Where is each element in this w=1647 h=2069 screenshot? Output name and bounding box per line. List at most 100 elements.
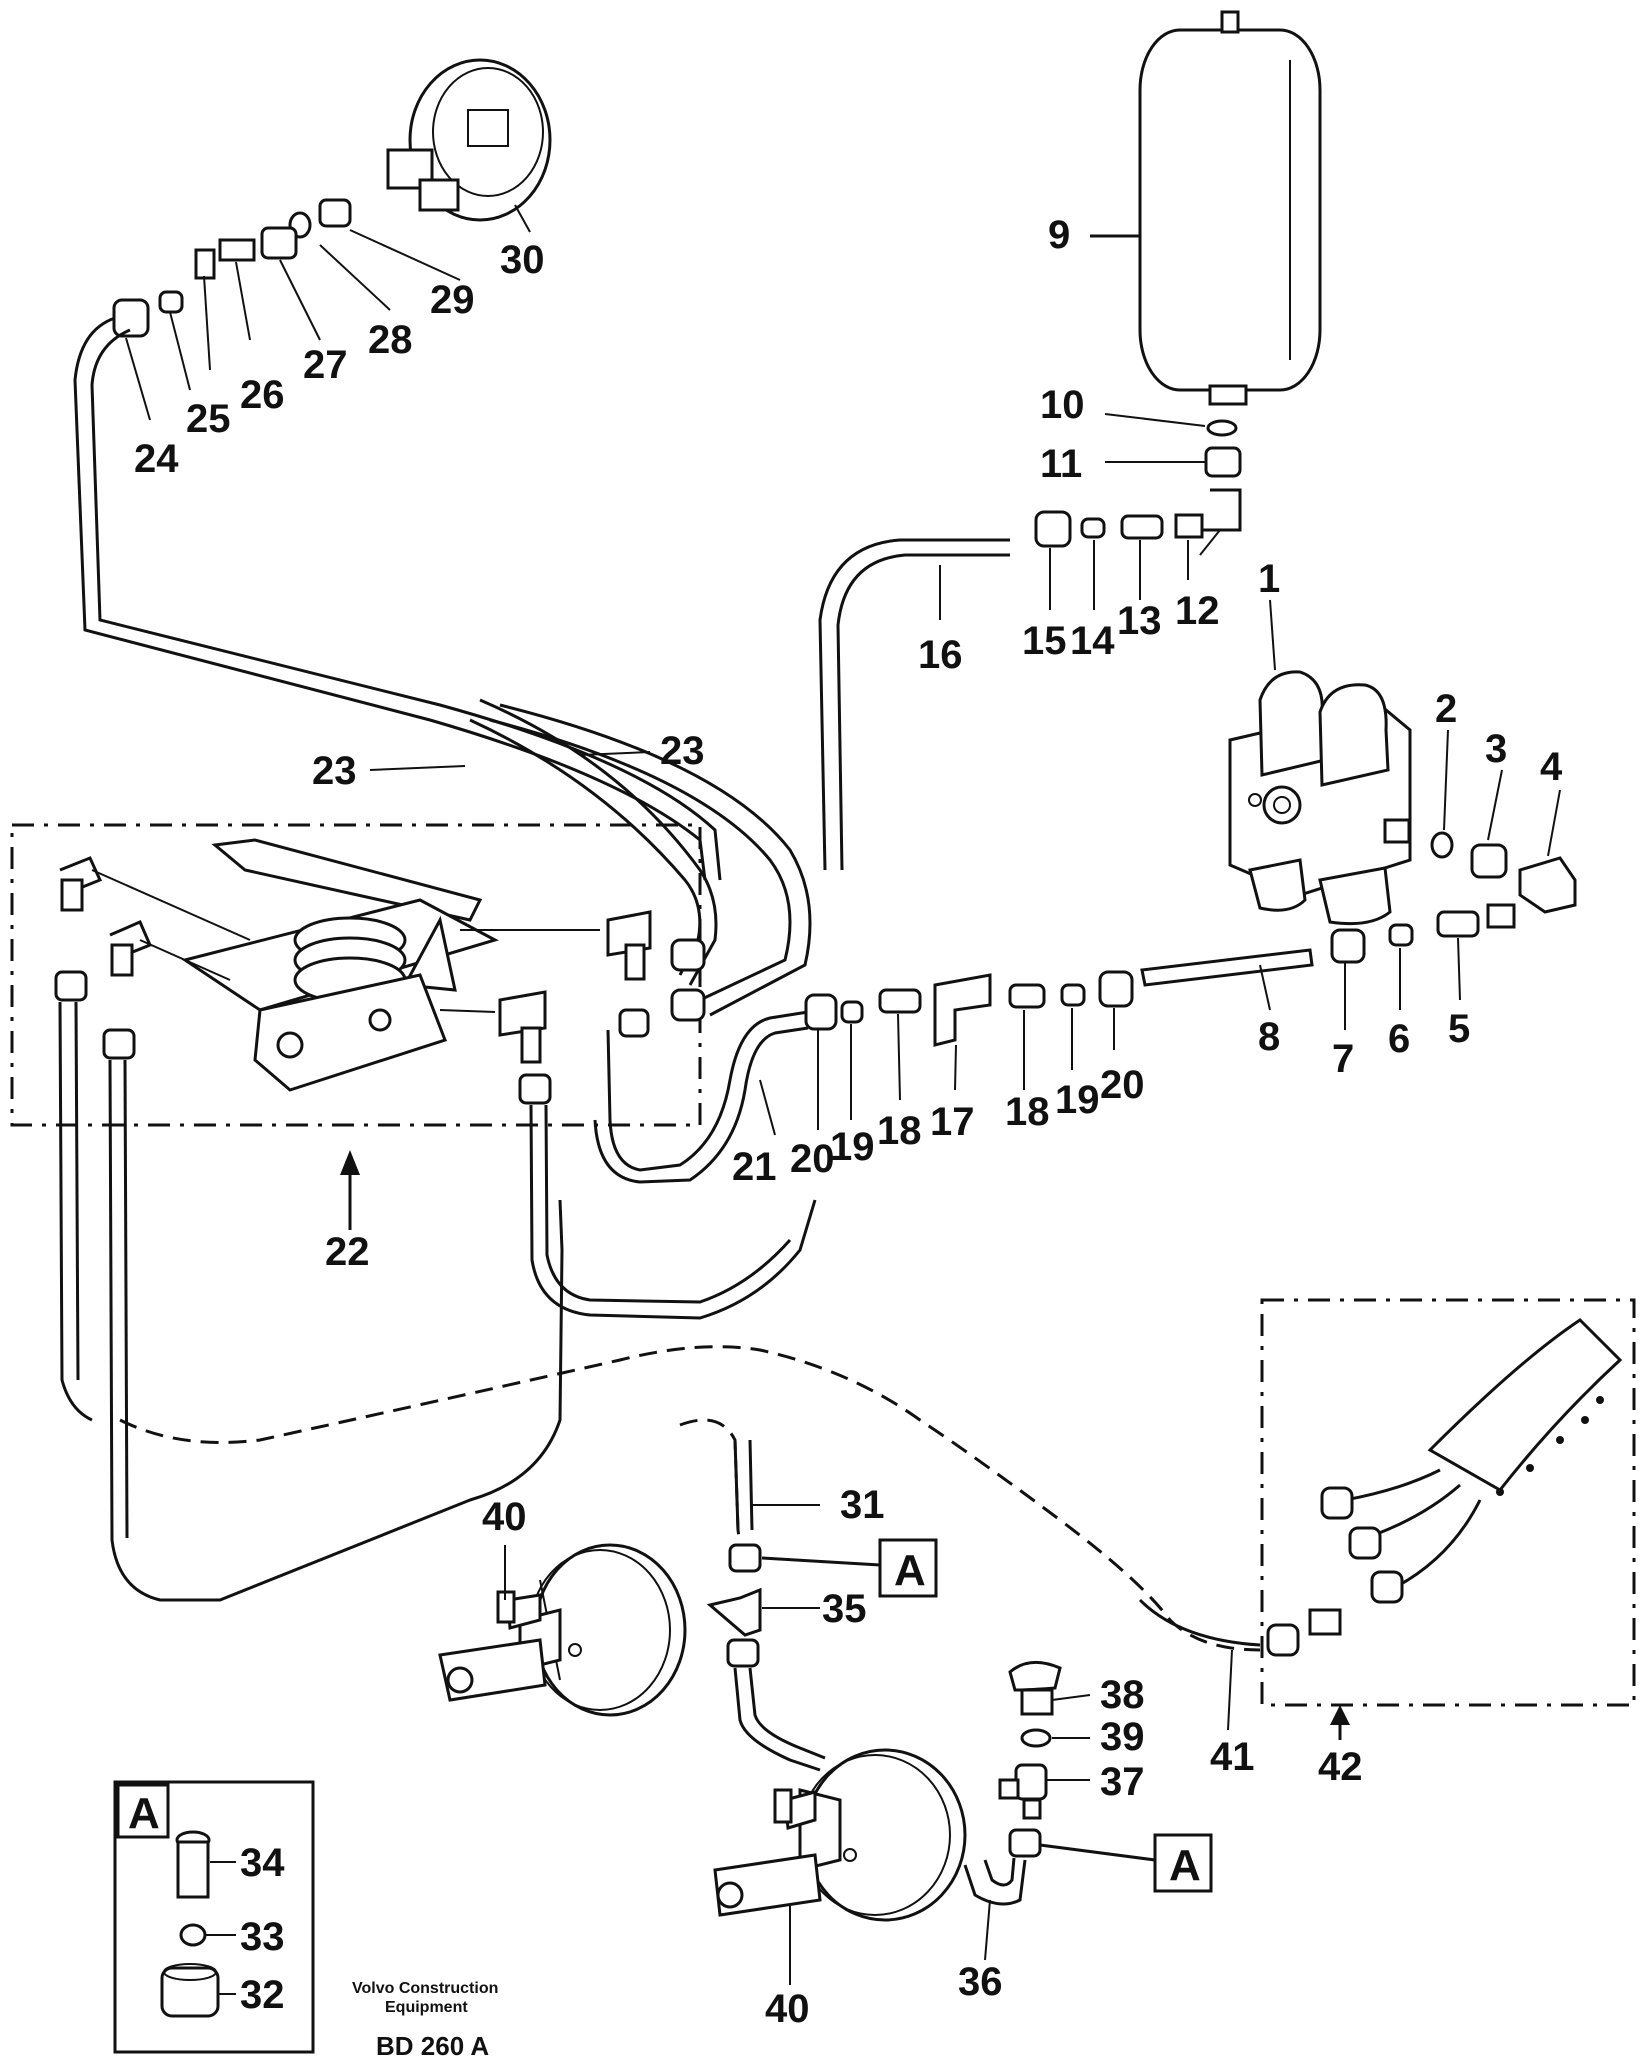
pipe-23b bbox=[489, 718, 792, 1002]
union-nut bbox=[102, 1028, 136, 1060]
label-21: 21 bbox=[732, 1145, 777, 1189]
label-36: 36 bbox=[958, 1960, 1003, 2004]
union-nut bbox=[804, 993, 838, 1031]
elbow-fitting bbox=[1518, 856, 1577, 914]
footer-company-line2: Equipment bbox=[385, 1999, 468, 2016]
dashed-cable-41 bbox=[119, 1345, 1261, 1652]
label-27: 27 bbox=[303, 343, 348, 387]
threaded-nipple bbox=[60, 878, 84, 912]
hose-end-nut bbox=[1348, 1526, 1382, 1560]
label-6: 6 bbox=[1388, 1017, 1410, 1061]
threaded-nipple bbox=[110, 943, 134, 977]
pipe-8 bbox=[1140, 948, 1314, 987]
threaded-nipple bbox=[1174, 513, 1204, 539]
label-17: 17 bbox=[930, 1100, 975, 1144]
union-nut bbox=[1266, 1623, 1300, 1657]
adapter bbox=[260, 226, 298, 260]
ferrule bbox=[1080, 517, 1106, 539]
seal-washer bbox=[1020, 1728, 1052, 1748]
pressure-gauge bbox=[386, 58, 552, 222]
union-nut bbox=[518, 1073, 552, 1105]
nut bbox=[1204, 446, 1242, 478]
pipe-16 bbox=[818, 538, 1010, 871]
label-26: 26 bbox=[240, 373, 285, 417]
air-tank bbox=[1138, 10, 1322, 406]
ferrule bbox=[1060, 983, 1086, 1007]
union-nut bbox=[728, 1543, 762, 1573]
label-15: 15 bbox=[1022, 619, 1067, 663]
label-20-upper: 20 bbox=[1100, 1063, 1145, 1107]
label-11: 11 bbox=[1040, 442, 1082, 486]
threaded-nipple bbox=[1308, 1608, 1342, 1636]
label-13: 13 bbox=[1117, 599, 1162, 643]
label-18-lower: 18 bbox=[877, 1109, 922, 1153]
protection-valve bbox=[1228, 670, 1412, 926]
union-nut bbox=[112, 298, 150, 338]
union-nut bbox=[618, 1008, 650, 1038]
pipe-36 bbox=[963, 1859, 1027, 1906]
union-nut bbox=[1098, 970, 1134, 1008]
ferrule bbox=[179, 1923, 207, 1947]
ferrule bbox=[1388, 923, 1414, 947]
label-1: 1 bbox=[1258, 557, 1280, 601]
label-10: 10 bbox=[1040, 383, 1085, 427]
tee-fitting bbox=[1014, 1763, 1048, 1801]
label-37: 37 bbox=[1100, 1760, 1145, 1804]
label-40-upper: 40 bbox=[482, 1495, 527, 1539]
hose-end-nut bbox=[1370, 1570, 1404, 1604]
elbow-fitting bbox=[1200, 488, 1242, 532]
label-40-lower: 40 bbox=[765, 1987, 810, 2031]
callout-a-box-upper bbox=[878, 1538, 938, 1598]
sleeve bbox=[1008, 983, 1046, 1009]
ferrule bbox=[158, 290, 184, 314]
label-35: 35 bbox=[822, 1587, 867, 1631]
tee-fitting bbox=[498, 990, 547, 1037]
label-42: 42 bbox=[1318, 1745, 1363, 1789]
label-23-left: 23 bbox=[312, 749, 357, 793]
ferrule bbox=[840, 1000, 864, 1024]
label-32: 32 bbox=[240, 1973, 285, 2017]
union-nut bbox=[1034, 510, 1072, 548]
brake-cylinder-lower bbox=[713, 1748, 967, 1922]
label-38: 38 bbox=[1100, 1673, 1145, 1717]
brake-valve-assembly-box bbox=[10, 823, 702, 1127]
label-34: 34 bbox=[240, 1841, 285, 1885]
label-8: 8 bbox=[1258, 1015, 1280, 1059]
pipe-21 bbox=[606, 1010, 809, 1172]
callout-a-lower: A bbox=[1169, 1841, 1201, 1890]
hose-end-nut bbox=[1320, 1486, 1354, 1520]
spring bbox=[218, 238, 256, 262]
label-3: 3 bbox=[1485, 727, 1507, 771]
label-33: 33 bbox=[240, 1915, 285, 1959]
brake-pedal-valve bbox=[181, 838, 499, 1092]
sleeve bbox=[1436, 910, 1480, 938]
label-19-upper: 19 bbox=[1055, 1078, 1100, 1122]
union-nut bbox=[670, 938, 706, 972]
nut bbox=[318, 198, 352, 228]
threaded-nipple bbox=[1486, 903, 1516, 929]
label-31: 31 bbox=[840, 1483, 885, 1527]
label-22: 22 bbox=[325, 1230, 370, 1274]
drain-valve-body bbox=[1020, 1688, 1054, 1716]
label-29: 29 bbox=[430, 278, 475, 322]
sleeve bbox=[194, 248, 216, 280]
union-nut bbox=[1008, 1828, 1042, 1858]
label-19-lower: 19 bbox=[830, 1125, 875, 1169]
union-nut bbox=[726, 1638, 760, 1668]
label-18-upper: 18 bbox=[1005, 1090, 1050, 1134]
callout-a-upper: A bbox=[894, 1546, 926, 1595]
sleeve bbox=[878, 988, 922, 1014]
label-14: 14 bbox=[1070, 619, 1115, 663]
label-9: 9 bbox=[1048, 213, 1070, 257]
detail-a-title: A bbox=[128, 1789, 160, 1838]
union-nut bbox=[160, 1966, 220, 2018]
label-5: 5 bbox=[1448, 1007, 1470, 1051]
seal-washer bbox=[1206, 419, 1238, 437]
footer-company-line1: Volvo Construction bbox=[352, 1980, 498, 1997]
label-4: 4 bbox=[1540, 745, 1563, 789]
label-30: 30 bbox=[500, 238, 545, 282]
label-2: 2 bbox=[1435, 687, 1457, 731]
label-20-lower: 20 bbox=[790, 1137, 835, 1181]
label-25: 25 bbox=[186, 397, 231, 441]
